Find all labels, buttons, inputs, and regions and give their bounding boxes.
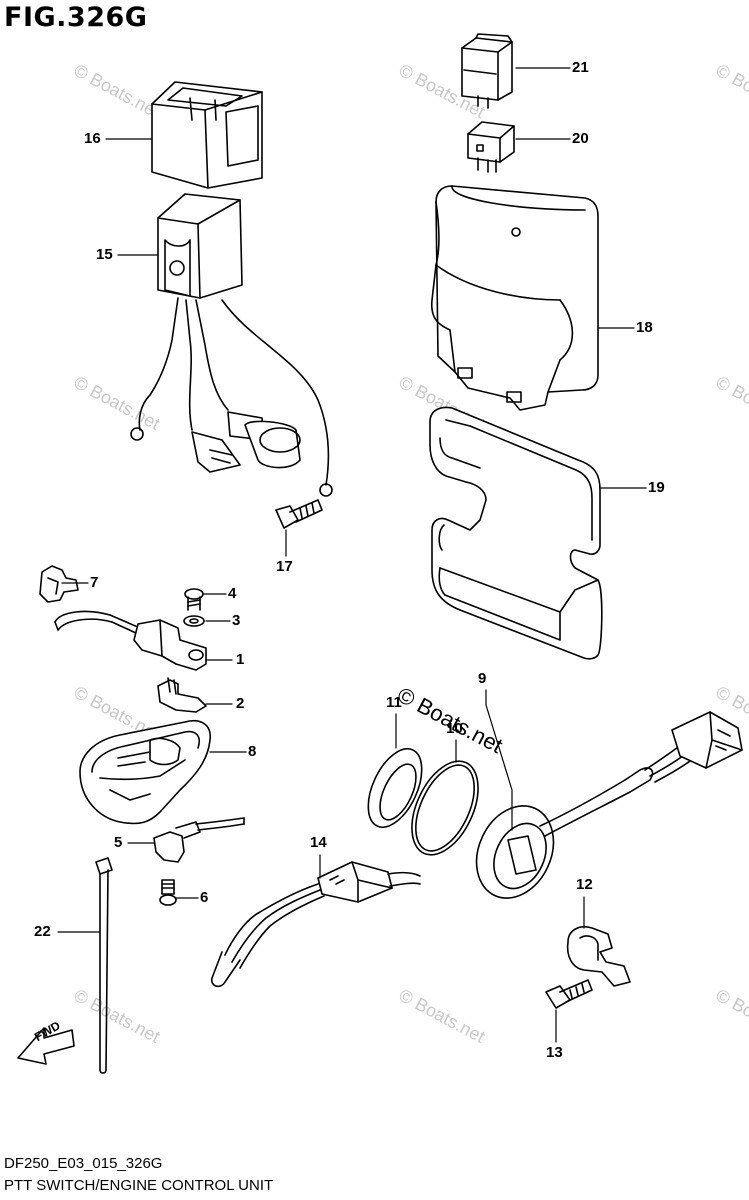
callout-20: 20 [572, 130, 589, 147]
part-9-ptt-switch-unit[interactable] [462, 711, 743, 911]
part-3-washer[interactable] [183, 615, 205, 627]
callout-11: 11 [386, 694, 402, 711]
callout-22: 22 [34, 923, 51, 940]
part-10-o-ring[interactable] [398, 751, 491, 865]
part-11-grommet[interactable] [357, 741, 432, 836]
footer-code: DF250_E03_015_326G [4, 1155, 163, 1172]
callout-14: 14 [310, 834, 327, 851]
callout-3: 3 [232, 612, 241, 629]
part-17-bolt[interactable] [275, 499, 323, 529]
callout-8: 8 [248, 743, 257, 760]
part-16-cap[interactable] [151, 81, 263, 189]
callout-17: 17 [276, 558, 293, 575]
figure-title: FIG.326G [4, 2, 148, 33]
part-14-harness-connector[interactable] [210, 861, 421, 988]
part-19-rubber-cover[interactable] [429, 406, 603, 660]
part-4-screw[interactable] [184, 588, 204, 611]
part-12-clamp[interactable] [566, 926, 631, 987]
fwd-arrow [17, 1027, 75, 1065]
callout-21: 21 [572, 59, 589, 76]
callout-9: 9 [478, 670, 487, 687]
callout-16: 16 [84, 130, 101, 147]
callout-12: 12 [576, 876, 593, 893]
part-7-clip[interactable] [39, 565, 79, 603]
part-18-engine-control-unit[interactable] [430, 185, 599, 411]
part-13-bolt[interactable] [545, 979, 593, 1009]
leader-lines [57, 67, 647, 1043]
callout-5: 5 [114, 834, 123, 851]
callout-10: 10 [446, 720, 463, 737]
callout-2: 2 [236, 695, 245, 712]
part-6-screw[interactable] [159, 879, 177, 906]
part-21-relay[interactable] [461, 33, 513, 109]
callout-6: 6 [200, 889, 209, 906]
part-22-cable-tie[interactable] [95, 857, 113, 1074]
callout-4: 4 [228, 585, 237, 602]
footer-description: PTT SWITCH/ENGINE CONTROL UNIT [4, 1177, 274, 1194]
part-2-bracket[interactable] [157, 677, 207, 713]
part-1-ptt-switch[interactable] [54, 610, 207, 671]
part-15-relay-harness[interactable] [130, 193, 333, 497]
part-8-switch-housing[interactable] [79, 720, 211, 825]
callout-18: 18 [636, 319, 653, 336]
part-5-switch[interactable] [153, 817, 245, 863]
callout-19: 19 [648, 479, 665, 496]
callout-7: 7 [90, 574, 99, 591]
part-20-relay[interactable] [467, 121, 515, 173]
callout-13: 13 [546, 1044, 563, 1061]
callout-1: 1 [236, 651, 245, 668]
callout-15: 15 [96, 246, 113, 263]
